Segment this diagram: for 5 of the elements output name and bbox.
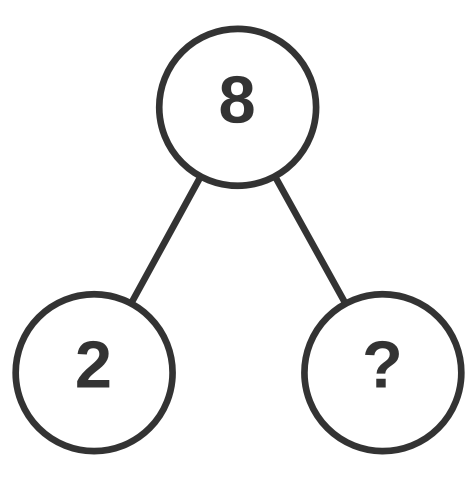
node-circle: 2 <box>12 290 176 454</box>
connector <box>128 176 203 305</box>
node-circle: 8 <box>155 26 319 190</box>
node-circle: ? <box>300 290 464 454</box>
connector <box>272 174 348 305</box>
